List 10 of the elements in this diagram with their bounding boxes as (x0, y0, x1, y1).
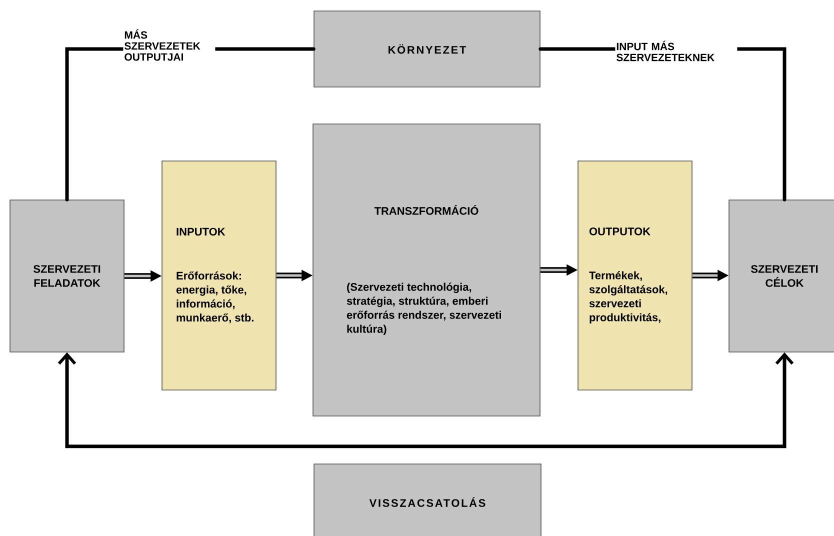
feedback-arrow (58, 352, 794, 448)
edge-label: INPUT MÁS SZERVEZETEKNEK (615, 40, 738, 62)
process-box: INPUTOK Erőforrások: energia, tőke, információ, munkaerő, stb. (162, 160, 276, 390)
process-box: SZERVEZETI FELADATOK (10, 200, 124, 352)
process-box: KÖRNYEZET (314, 10, 540, 88)
process-box: TRANSZFORMÁCIÓ (Szervezeti technológia, stratégia, struktúra, emberi erőforrás rendszer, szervezeti kultúra) (312, 124, 540, 416)
process-box: SZERVEZETI CÉLOK (728, 200, 834, 352)
process-box: OUTPUTOK Termékek, szolgáltatások, szervezeti produktivitás, (578, 160, 692, 390)
process-box: VISSZACSATOLÁS (314, 464, 542, 536)
edge-label: MÁS SZERVEZETEK OUTPUTJAI (123, 28, 216, 62)
